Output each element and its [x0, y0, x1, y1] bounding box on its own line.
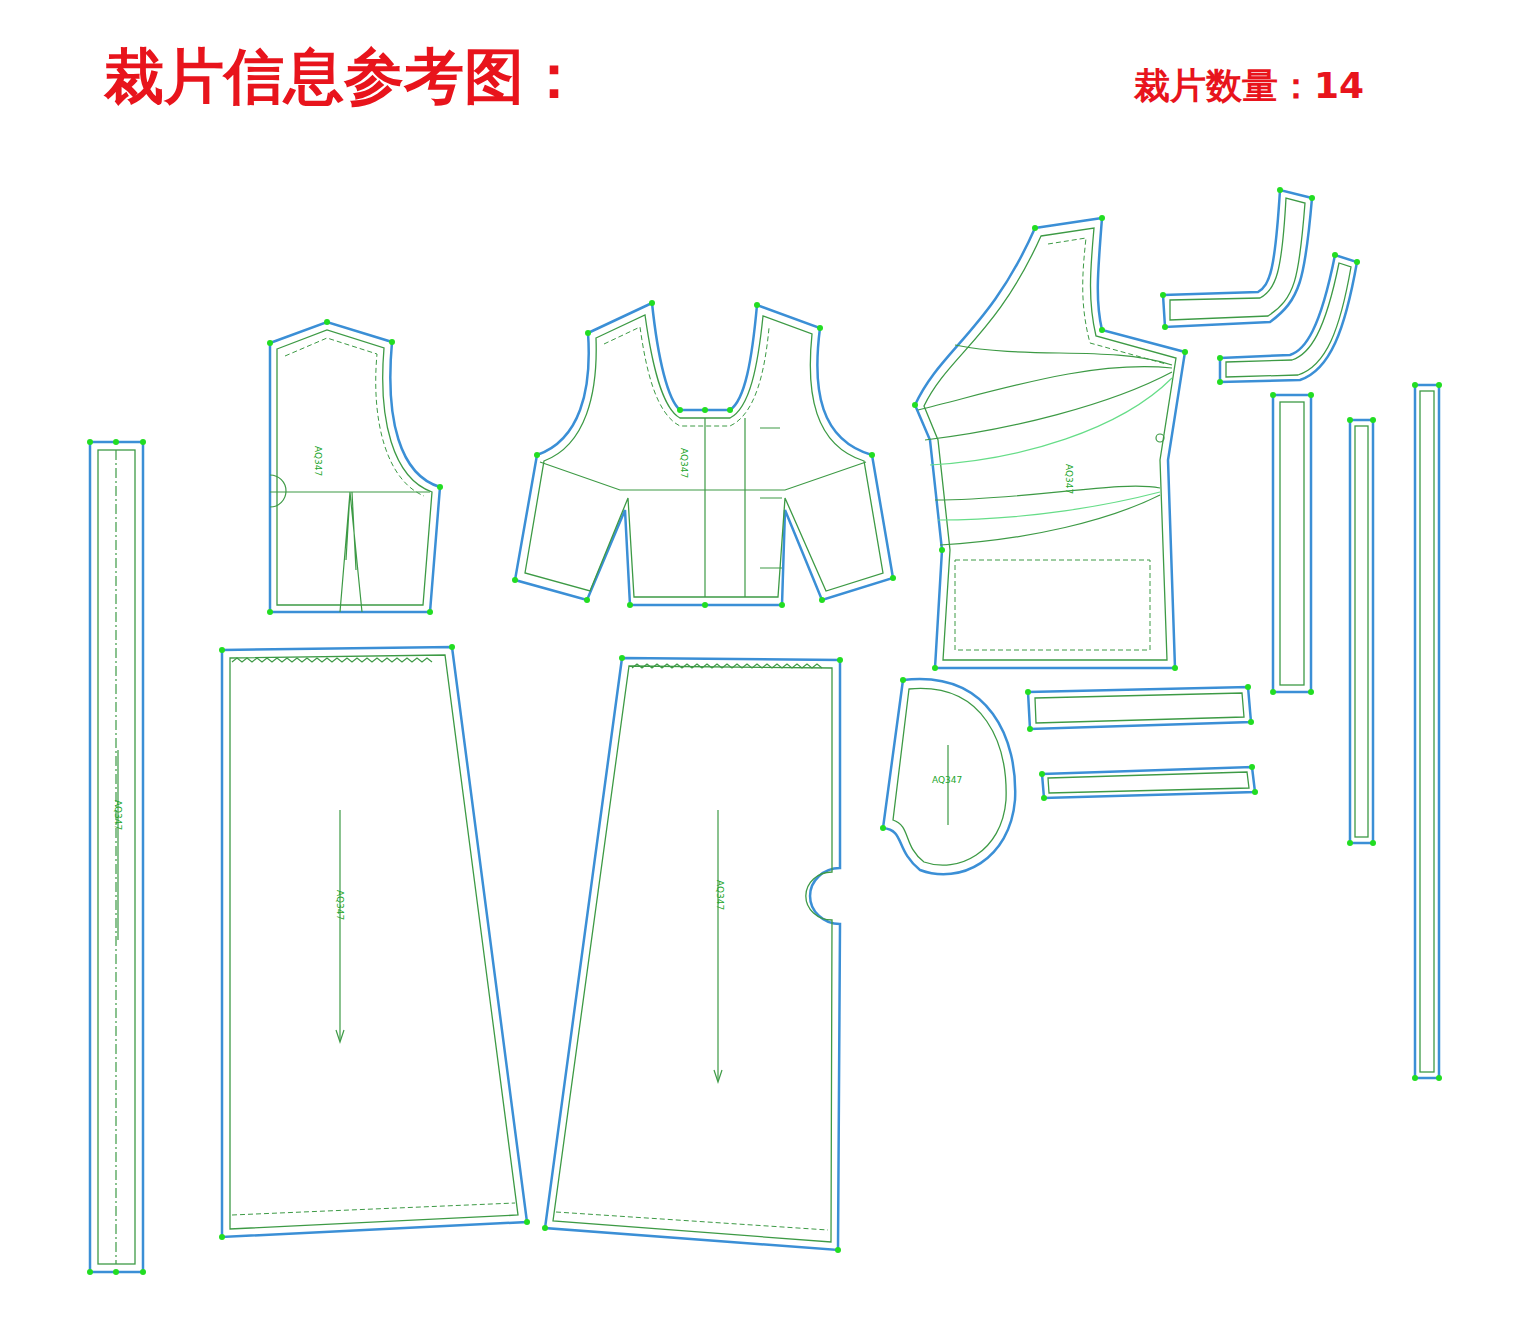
style-code: AQ347 [313, 446, 322, 476]
piece-count: 裁片数量：14 [1134, 68, 1364, 104]
style-code: AQ347 [335, 890, 344, 920]
style-code: AQ347 [1064, 464, 1073, 494]
page-title: 裁片信息参考图： [104, 46, 584, 106]
style-code: AQ347 [679, 448, 688, 478]
style-code: AQ347 [932, 776, 962, 785]
style-code: AQ347 [113, 800, 122, 830]
style-code: AQ347 [715, 880, 724, 910]
